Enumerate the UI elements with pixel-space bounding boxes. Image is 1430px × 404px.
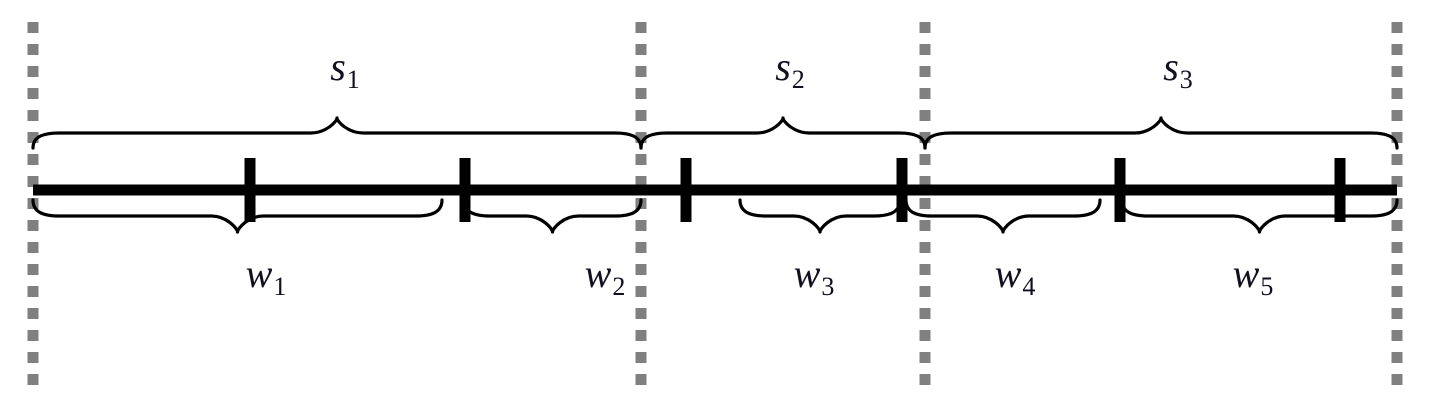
segment-brace-s1 (31, 116, 643, 150)
segment-brace-s2 (639, 116, 927, 150)
interval-brace-w1 (31, 198, 444, 234)
interval-brace-group (31, 198, 1399, 234)
dashed-boundary-group (27, 22, 1403, 386)
interval-brace-w2 (462, 198, 643, 234)
tick-mark-group (244, 158, 1346, 222)
segment-brace-group (31, 116, 1399, 150)
interval-brace-w3 (738, 198, 902, 234)
interval-brace-w4 (904, 198, 1102, 234)
interval-brace-w5 (1120, 198, 1399, 234)
segment-brace-s3 (923, 116, 1399, 150)
